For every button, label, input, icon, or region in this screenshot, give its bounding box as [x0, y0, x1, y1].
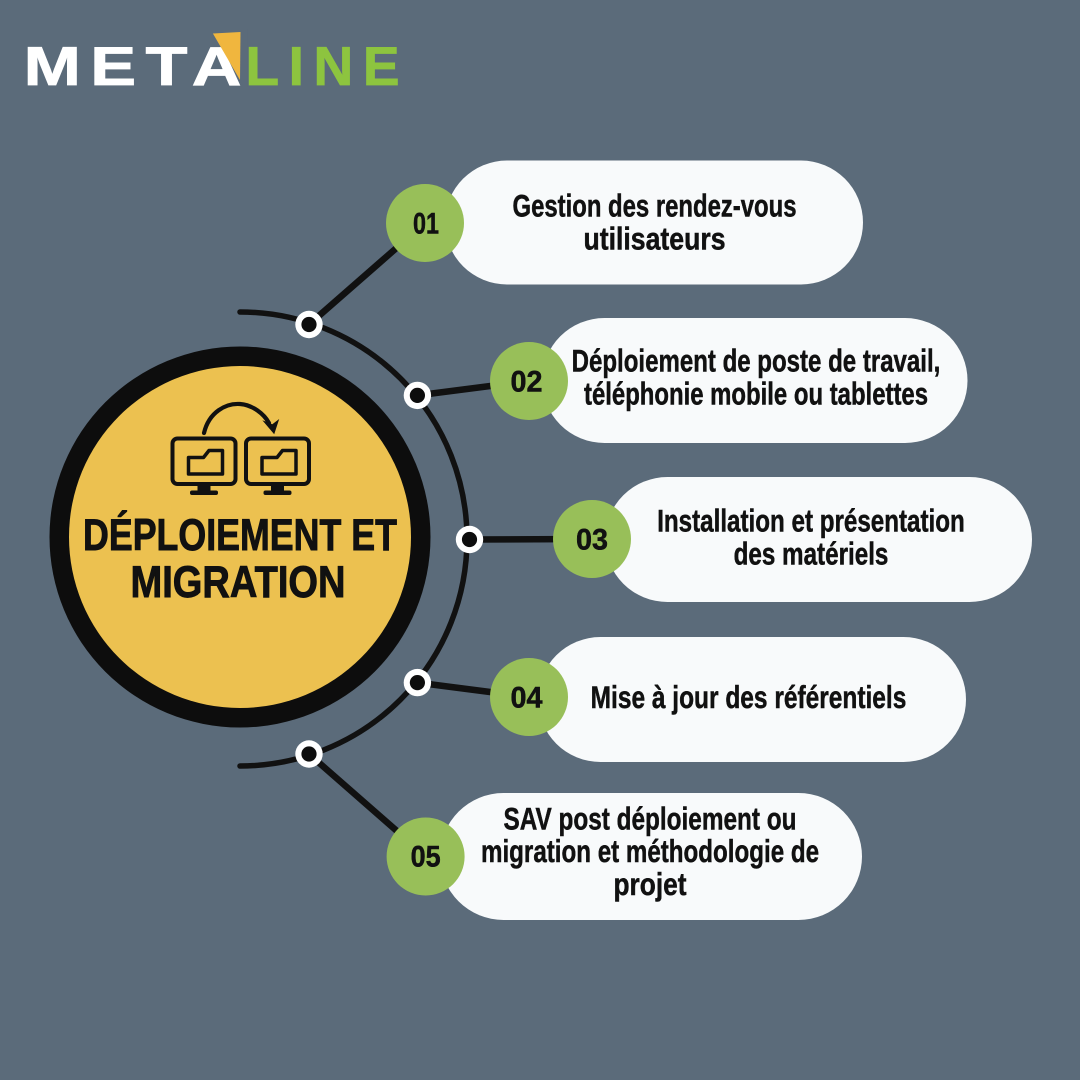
svg-text:migration et méthodologie de: migration et méthodologie de: [481, 833, 819, 869]
svg-text:Déploiement de poste de travai: Déploiement de poste de travail,: [572, 343, 941, 379]
svg-text:02: 02: [511, 366, 543, 399]
svg-text:DÉPLOIEMENT ET: DÉPLOIEMENT ET: [83, 510, 397, 560]
svg-text:05: 05: [411, 841, 441, 874]
svg-text:utilisateurs: utilisateurs: [584, 220, 726, 256]
svg-text:téléphonie mobile ou tablettes: téléphonie mobile ou tablettes: [584, 375, 928, 411]
svg-text:Mise à jour des référentiels: Mise à jour des référentiels: [591, 679, 907, 715]
svg-text:LINE: LINE: [246, 35, 400, 97]
svg-text:Installation et présentation: Installation et présentation: [657, 503, 965, 539]
svg-text:SAV post déploiement ou: SAV post déploiement ou: [504, 801, 797, 837]
svg-text:04: 04: [511, 682, 543, 715]
svg-text:03: 03: [576, 524, 608, 557]
svg-text:projet: projet: [614, 866, 687, 902]
svg-text:MIGRATION: MIGRATION: [131, 558, 346, 607]
svg-text:Gestion des rendez-vous: Gestion des rendez-vous: [513, 188, 797, 224]
svg-text:01: 01: [413, 208, 439, 241]
svg-text:des matériels: des matériels: [734, 535, 889, 571]
svg-text:META: META: [24, 36, 251, 97]
